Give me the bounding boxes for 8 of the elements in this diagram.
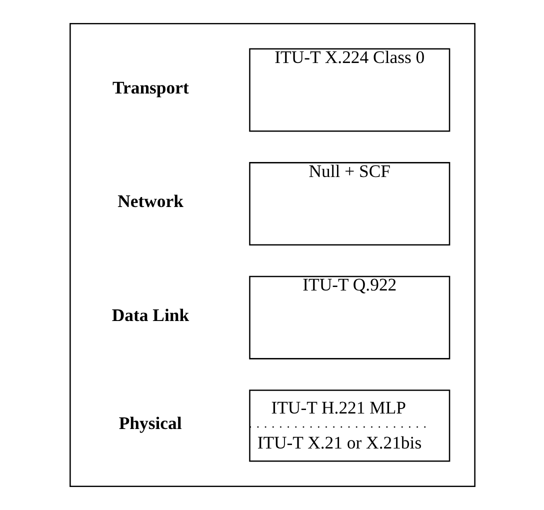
node-label: Physical bbox=[118, 413, 182, 434]
node-box: ITU-T Q.922 bbox=[248, 276, 450, 360]
node-label: Data Link bbox=[111, 305, 189, 326]
node-box: ITU-T X.224 Class 0 bbox=[248, 48, 450, 132]
node-box: Null + SCF bbox=[248, 162, 450, 246]
node-label: Transport bbox=[112, 77, 188, 98]
node-label: Network bbox=[117, 191, 183, 212]
cluster bbox=[69, 22, 475, 488]
